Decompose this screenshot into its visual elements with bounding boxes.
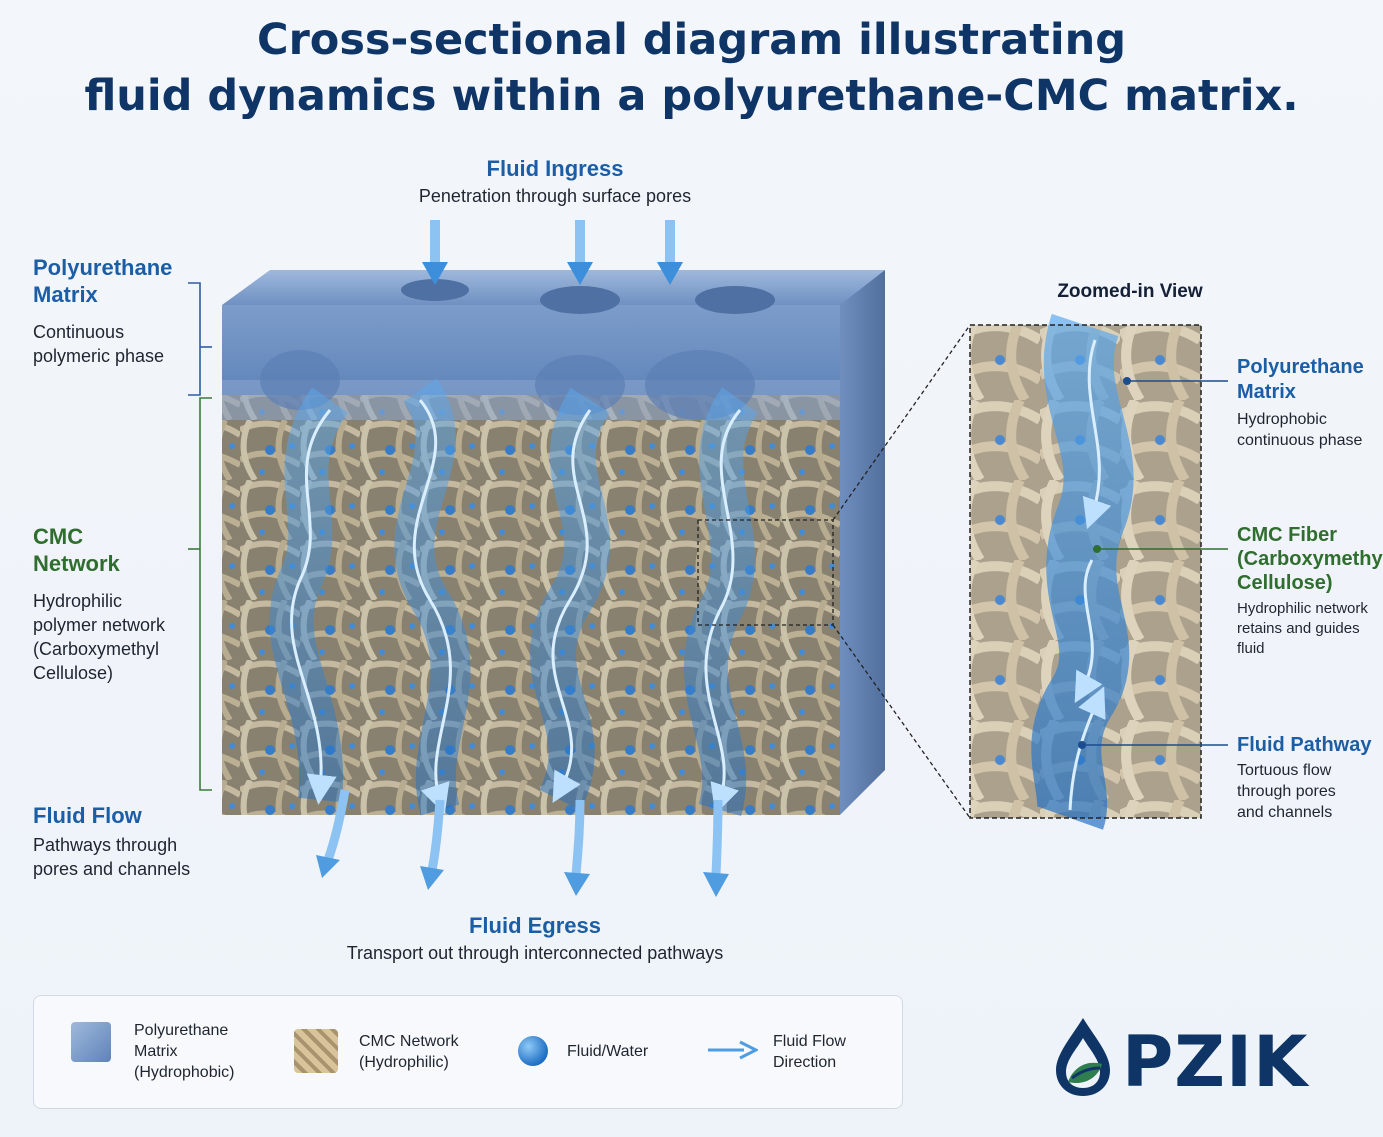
zoom-cmc-desc-line-1: Hydrophilic network — [1237, 600, 1368, 617]
block-side-face — [840, 270, 885, 815]
pu-desc-line-1: Continuous — [33, 322, 125, 342]
water-drop-icon — [518, 1036, 548, 1066]
zoom-cmc-desc-line-2: retains and guides — [1237, 620, 1360, 637]
label-cmc-network: CMC Network Hydrophilic polymer network … — [33, 523, 198, 685]
legend: Polyurethane Matrix (Hydrophobic) CMC Ne… — [33, 995, 903, 1109]
zoom-label-pathway: Fluid Pathway Tortuous flow through pore… — [1237, 733, 1383, 823]
legend-flow-line-1: Fluid Flow — [773, 1033, 846, 1050]
ingress-label: Fluid Ingress Penetration through surfac… — [380, 155, 730, 208]
egress-heading: Fluid Egress — [468, 913, 602, 938]
zoom-cmc-heading-line-1: CMC Fiber — [1237, 524, 1337, 546]
cmc-desc-line-2: polymer network — [33, 615, 166, 635]
zoom-label-pu: Polyurethane Matrix Hydrophobic continuo… — [1237, 355, 1383, 451]
egress-desc: Transport out through interconnected pat… — [346, 943, 724, 963]
pu-desc-line-2: polymeric phase — [33, 346, 165, 366]
surface-pore — [695, 286, 775, 314]
zoom-pointers — [1078, 377, 1228, 749]
cmc-desc-line-1: Hydrophilic — [33, 591, 123, 611]
pu-bracket — [188, 282, 212, 396]
flow-direction-arrow — [412, 399, 452, 815]
legend-pu-line-1: Polyurethane — [134, 1022, 229, 1039]
legend-item-cmc: CMC Network (Hydrophilic) — [359, 1031, 489, 1073]
legend-cmc-line-1: CMC Network — [359, 1033, 459, 1050]
cmc-heading-line-2: Network — [33, 551, 120, 576]
cmc-bracket — [188, 397, 212, 791]
title-line-2: fluid dynamics within a polyurethane-CMC… — [84, 71, 1299, 121]
surface-pore — [540, 286, 620, 314]
cmc-heading-line-1: CMC — [33, 524, 84, 549]
legend-item-pu: Polyurethane Matrix (Hydrophobic) — [134, 1020, 264, 1083]
pu-swatch-icon — [71, 1022, 111, 1062]
pu-heading-line-2: Matrix — [33, 282, 98, 307]
zoom-cmc-heading-line-2: (Carboxymethyl — [1237, 548, 1383, 570]
zoom-pathway-desc-line-3: and channels — [1237, 804, 1333, 821]
arrow-right-icon — [708, 1040, 758, 1060]
cmc-swatch-icon — [294, 1029, 338, 1073]
cmc-desc-line-3: (Carboxymethyl — [33, 639, 160, 659]
flow-direction-arrow — [704, 409, 742, 815]
zoomed-in-view — [969, 313, 1202, 830]
pu-heading-line-1: Polyurethane — [33, 255, 173, 280]
zoom-pu-heading-line-2: Matrix — [1237, 381, 1296, 403]
legend-pu-line-2: Matrix — [134, 1043, 178, 1060]
zoom-cmc-desc-line-3: fluid — [1237, 640, 1265, 657]
flow-desc-line-1: Pathways through — [33, 835, 178, 855]
zoom-pu-desc-line-2: continuous phase — [1237, 432, 1363, 449]
flow-direction-arrow — [290, 409, 337, 805]
legend-pu-line-3: (Hydrophobic) — [134, 1064, 235, 1081]
legend-cmc-line-2: (Hydrophilic) — [359, 1054, 449, 1071]
fluid-channel — [394, 378, 471, 816]
logo-wordmark: PZIK — [1122, 1021, 1309, 1103]
page-title: Cross-sectional diagram illustrating flu… — [0, 12, 1383, 124]
egress-label: Fluid Egress Transport out through inter… — [320, 912, 750, 965]
cmc-desc-line-4: Cellulose) — [33, 663, 114, 683]
zoom-label-cmc: CMC Fiber (Carboxymethyl Cellulose) Hydr… — [1237, 523, 1383, 659]
zoom-source-box — [697, 519, 834, 626]
zoom-pathway-heading: Fluid Pathway — [1237, 734, 1372, 756]
zoom-title: Zoomed-in View — [1057, 281, 1203, 302]
flow-desc-line-2: pores and channels — [33, 859, 191, 879]
legend-water-line-1: Fluid/Water — [567, 1043, 649, 1060]
legend-flow-line-2: Direction — [773, 1054, 837, 1071]
ingress-desc: Penetration through surface pores — [418, 186, 692, 206]
surface-pore — [401, 279, 469, 301]
ingress-heading: Fluid Ingress — [486, 156, 624, 181]
water-drop-leaf-icon — [1056, 1018, 1110, 1096]
legend-item-water: Fluid/Water — [567, 1041, 677, 1062]
zoom-pathway-desc-line-2: through pores — [1237, 783, 1336, 800]
zoom-pathway-desc-line-1: Tortuous flow — [1237, 762, 1332, 779]
label-fluid-flow: Fluid Flow Pathways through pores and ch… — [33, 802, 223, 881]
title-line-1: Cross-sectional diagram illustrating — [257, 15, 1126, 65]
ingress-arrows — [422, 220, 683, 285]
zoom-pu-heading-line-1: Polyurethane — [1237, 356, 1364, 378]
flow-direction-arrow — [551, 409, 592, 804]
legend-item-flow: Fluid Flow Direction — [773, 1031, 883, 1073]
zoom-pu-desc-line-1: Hydrophobic — [1237, 411, 1327, 428]
zoom-cmc-heading-line-3: Cellulose) — [1237, 572, 1333, 594]
label-polyurethane-matrix: Polyurethane Matrix Continuous polymeric… — [33, 254, 198, 368]
flow-heading: Fluid Flow — [33, 803, 142, 828]
egress-arrows — [316, 789, 729, 897]
